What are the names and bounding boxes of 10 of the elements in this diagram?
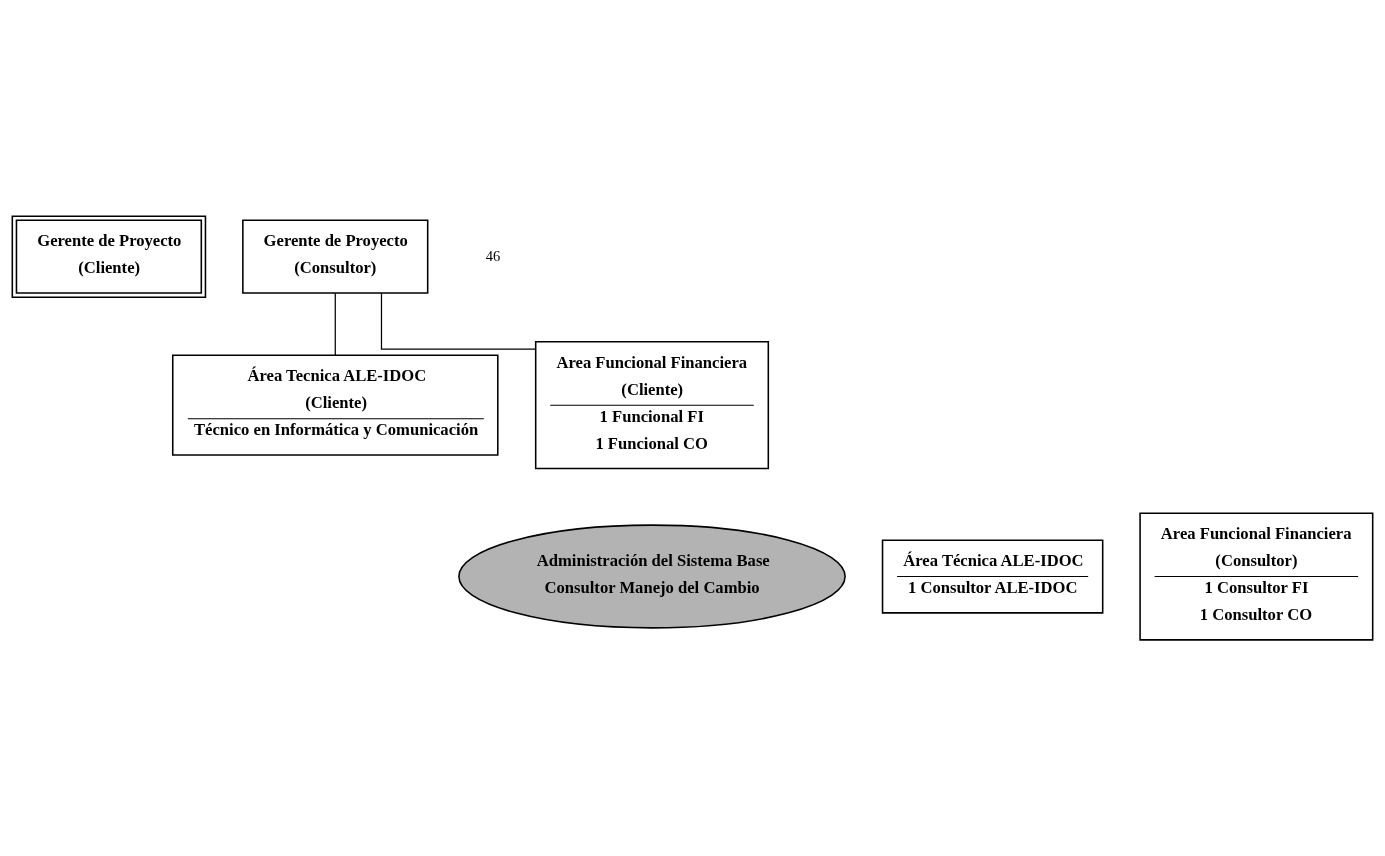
connector — [334, 292, 336, 356]
node-box: Gerente de Proyecto (Cliente) — [11, 215, 207, 298]
connector — [380, 292, 536, 350]
node-box: Area Funcional Financiera (Cliente) 1 Funcional FI 1 Funcional CO — [534, 341, 770, 470]
node-box: Gerente de Proyecto (Consultor) — [242, 219, 429, 294]
label: 46 — [485, 247, 501, 264]
node-box: Area Funcional Financiera (Consultor) 1 Consultor FI 1 Consultor CO — [1139, 512, 1374, 641]
node-ellipse: Administración del Sistema Base Consultor Manejo del Cambio — [458, 524, 846, 629]
node-box: Área Técnica ALE-IDOC 1 Consultor ALE-IDOC — [881, 539, 1104, 614]
node-box: Área Tecnica ALE-IDOC (Cliente) Técnico en Informática y Comunicación — [171, 354, 499, 456]
